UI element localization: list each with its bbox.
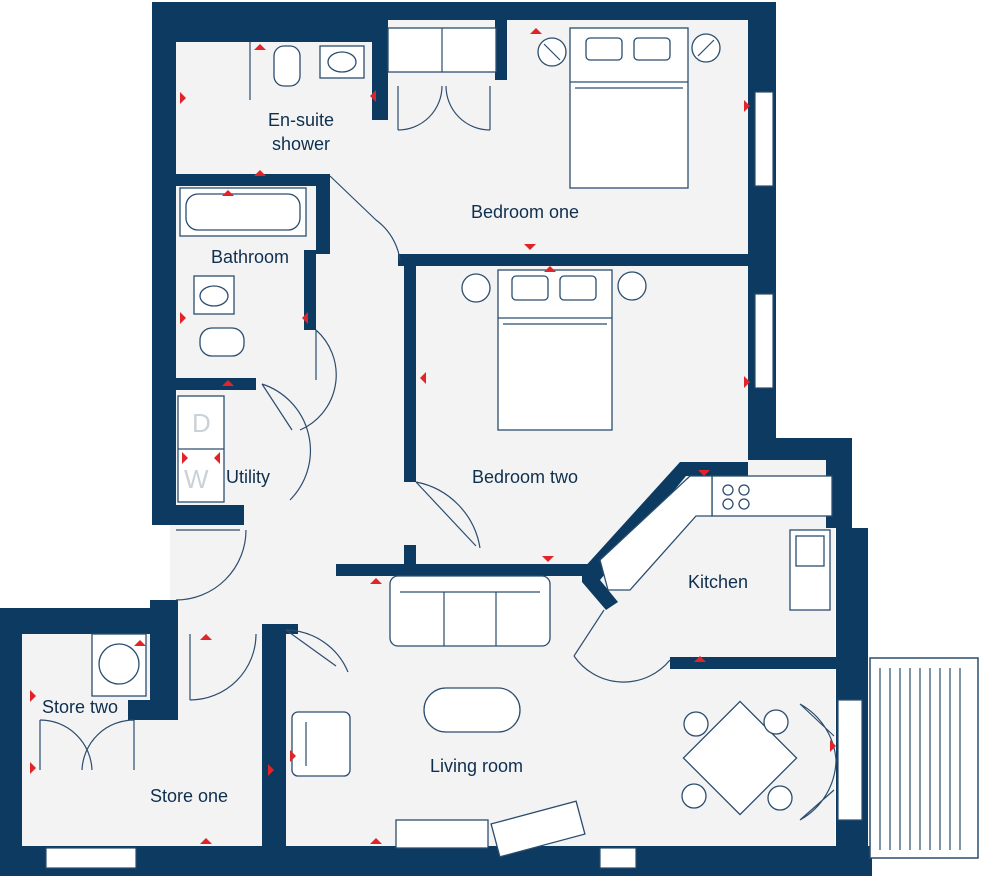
bedside-lamp-icon <box>537 33 721 67</box>
room-label-living-room: Living room <box>430 756 523 776</box>
tv-unit <box>395 800 586 858</box>
coffee-table <box>423 687 521 733</box>
room-label-store-two: Store two <box>42 697 118 717</box>
room-label-bathroom: Bathroom <box>211 247 289 267</box>
kitchen-units <box>599 475 833 611</box>
room-labels: En-suite shower Bedroom one Bathroom Bed… <box>42 110 748 806</box>
room-label-utility: Utility <box>226 467 270 487</box>
floor-areas <box>20 20 835 850</box>
room-label-store-one: Store one <box>150 786 228 806</box>
doors <box>39 175 837 821</box>
sofa <box>389 575 551 647</box>
wardrobe <box>387 27 497 131</box>
washer-letter-d: D <box>192 408 211 438</box>
room-label-ensuite: En-suite <box>268 110 334 130</box>
walls <box>0 2 872 876</box>
dining-table <box>681 700 798 816</box>
socket-markers <box>30 28 836 844</box>
bathroom-fixtures <box>179 187 307 357</box>
double-bed-two <box>461 269 647 431</box>
balcony <box>869 657 979 859</box>
ensuite-fixtures <box>249 42 365 100</box>
room-label-bedroom-one: Bedroom one <box>471 202 579 222</box>
room-label-ensuite-line2: shower <box>272 134 330 154</box>
windows <box>45 91 863 869</box>
double-bed-one <box>569 27 689 189</box>
room-label-kitchen: Kitchen <box>688 572 748 592</box>
room-label-bedroom-two: Bedroom two <box>472 467 578 487</box>
washer-letter-w: W <box>184 464 209 494</box>
armchair <box>291 711 351 777</box>
washer-dryer: D W <box>177 395 225 503</box>
